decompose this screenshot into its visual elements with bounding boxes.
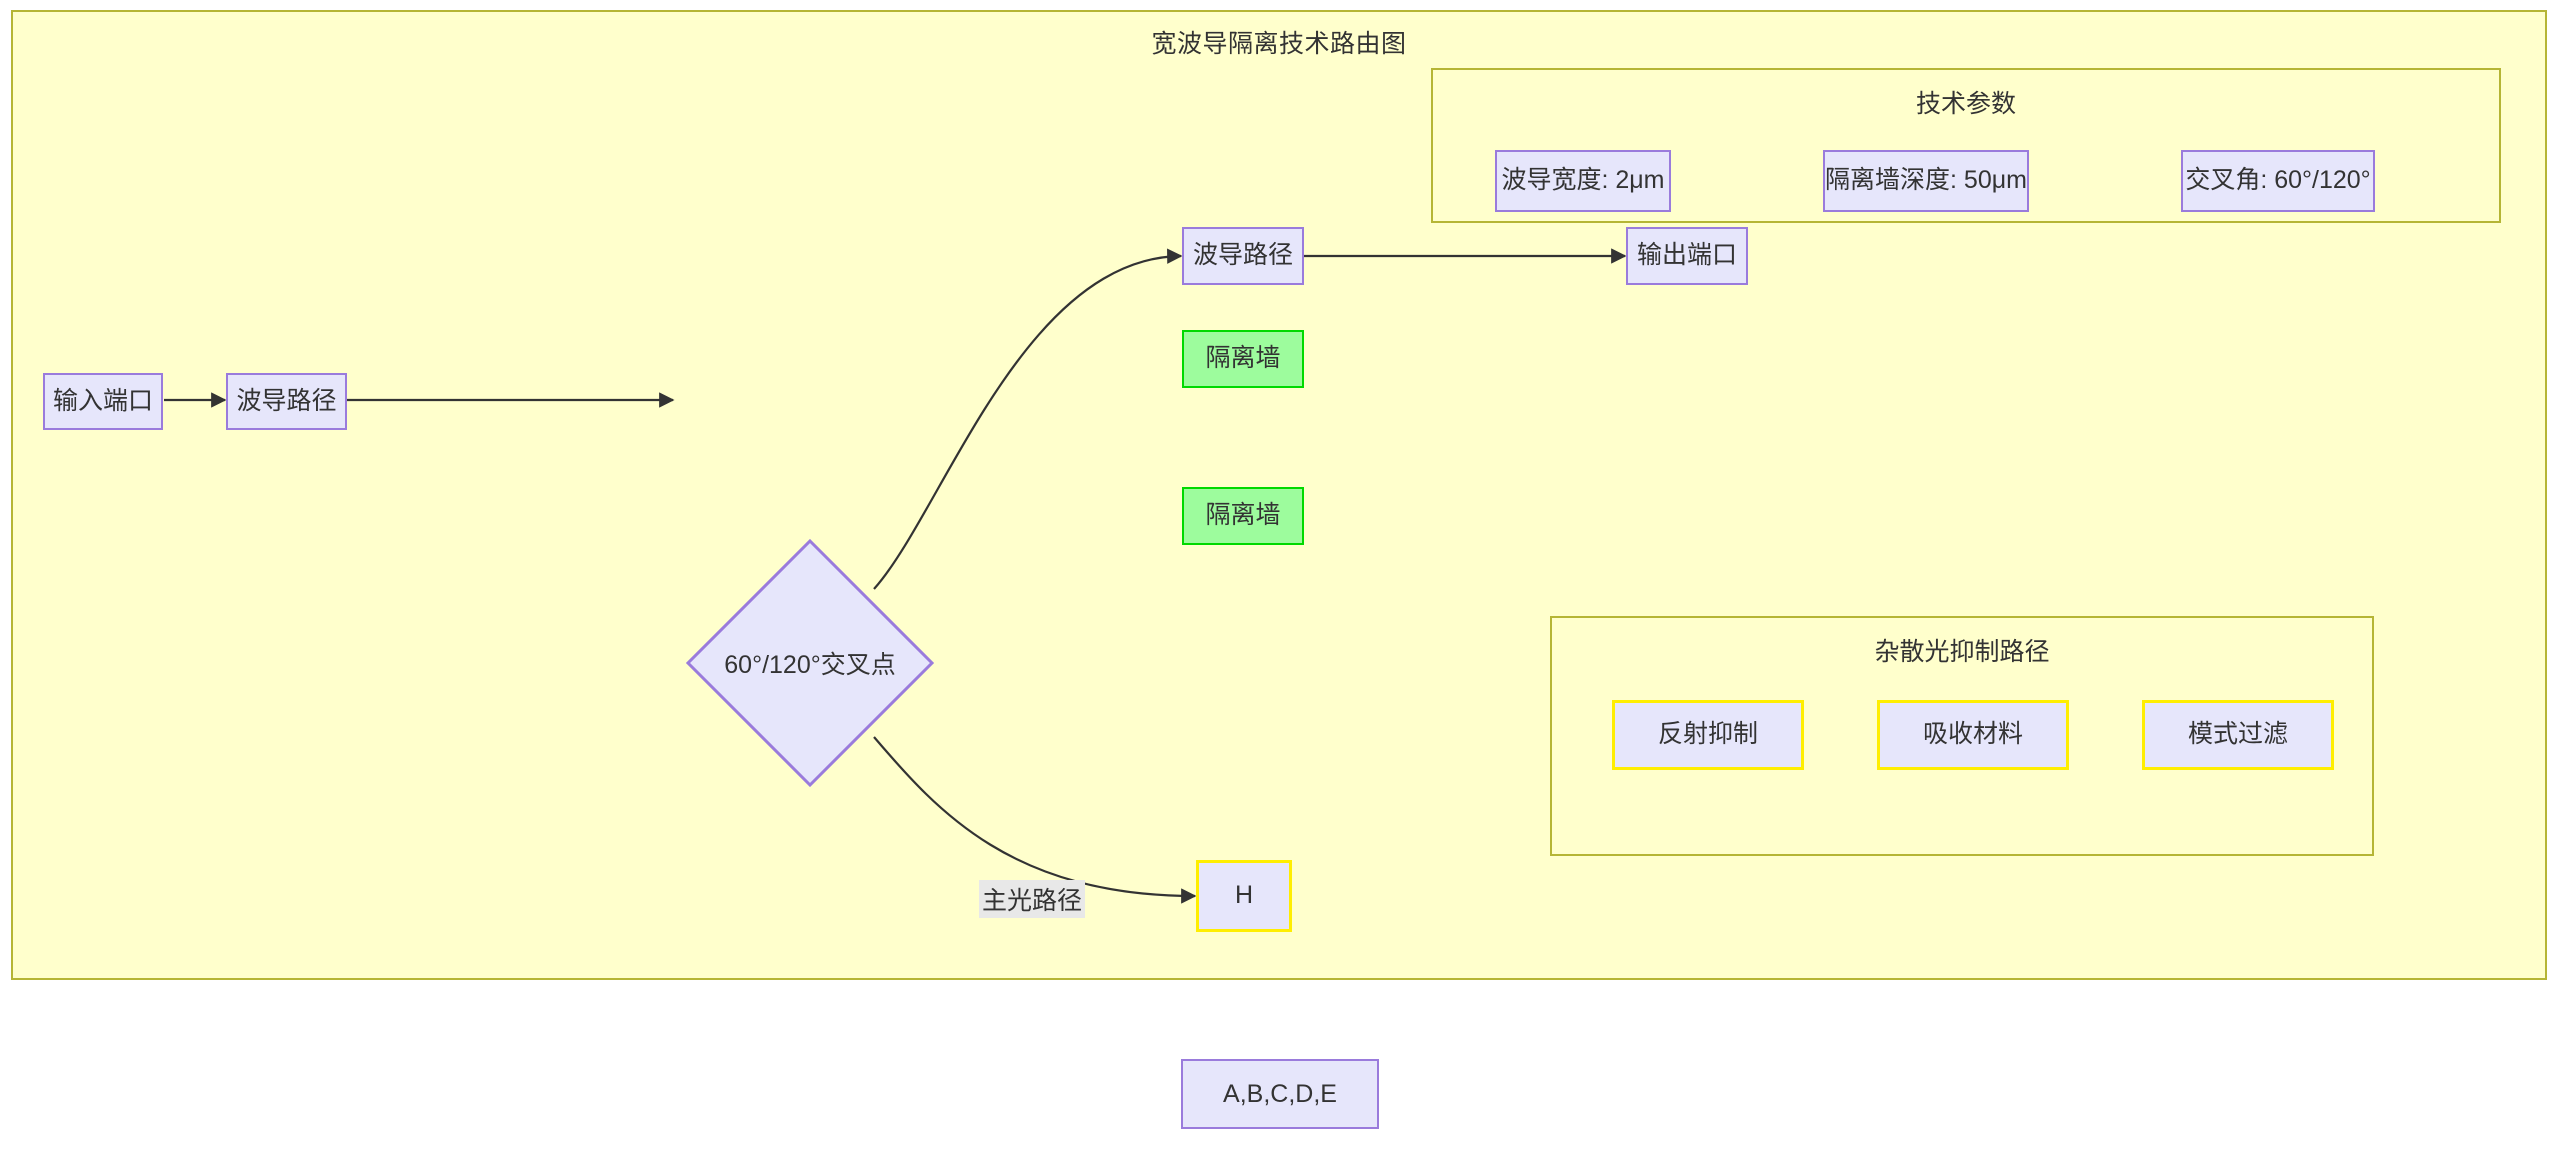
tech-param-item-1-label: 隔离墙深度: 50μm (1825, 166, 2027, 195)
node-waveguide-path-left-label: 波导路径 (236, 386, 337, 415)
node-crossing-decision[interactable]: 60°/120°交叉点 (686, 539, 934, 787)
tech-param-item-0-label: 波导宽度: 2μm (1501, 166, 1665, 195)
stray-light-item-0[interactable]: 反射抑制 (1612, 700, 1804, 770)
node-output-port[interactable]: 输出端口 (1626, 227, 1748, 285)
diamond-shape (686, 539, 934, 787)
node-input-port[interactable]: 输入端口 (43, 373, 163, 430)
diagram-title: 宽波导隔离技术路由图 (1151, 30, 1407, 58)
stray-light-item-2-label: 模式过滤 (2187, 720, 2288, 749)
stray-light-item-0-label: 反射抑制 (1657, 720, 1758, 749)
edge-label-main-optical-path: 主光路径 (979, 880, 1086, 918)
node-h[interactable]: H (1196, 860, 1292, 932)
group-tech-params-title: 技术参数 (1915, 90, 2016, 118)
group-stray-light-title: 杂散光抑制路径 (1874, 638, 2050, 666)
node-waveguide-path-top[interactable]: 波导路径 (1182, 227, 1304, 285)
stray-light-item-2[interactable]: 模式过滤 (2142, 700, 2334, 770)
group-stray-light: 杂散光抑制路径 反射抑制 吸收材料 模式过滤 (1550, 616, 2374, 856)
node-isolation-wall-2-label: 隔离墙 (1205, 501, 1281, 530)
diagram-canvas: 宽波导隔离技术路由图 输入端口 波导路径 (11, 10, 2547, 980)
node-isolation-wall-1[interactable]: 隔离墙 (1182, 330, 1304, 388)
stray-light-item-1-label: 吸收材料 (1922, 720, 2023, 749)
stray-light-item-1[interactable]: 吸收材料 (1877, 700, 2069, 770)
node-waveguide-path-top-label: 波导路径 (1192, 241, 1293, 270)
node-output-port-label: 输出端口 (1636, 241, 1737, 270)
group-tech-params: 技术参数 波导宽度: 2μm 隔离墙深度: 50μm 交叉角: 60°/120° (1431, 68, 2501, 223)
node-legend-abcde[interactable]: A,B,C,D,E (1181, 1059, 1379, 1129)
node-isolation-wall-2[interactable]: 隔离墙 (1182, 487, 1304, 545)
node-waveguide-path-left[interactable]: 波导路径 (226, 373, 347, 430)
node-legend-abcde-label: A,B,C,D,E (1223, 1079, 1337, 1108)
node-input-port-label: 输入端口 (52, 386, 153, 415)
tech-param-item-0[interactable]: 波导宽度: 2μm (1495, 150, 1671, 212)
tech-param-item-1[interactable]: 隔离墙深度: 50μm (1823, 150, 2029, 212)
tech-param-item-2[interactable]: 交叉角: 60°/120° (2181, 150, 2375, 212)
node-h-label: H (1234, 881, 1254, 910)
tech-param-item-2-label: 交叉角: 60°/120° (2185, 166, 2371, 195)
node-isolation-wall-1-label: 隔离墙 (1205, 344, 1281, 373)
